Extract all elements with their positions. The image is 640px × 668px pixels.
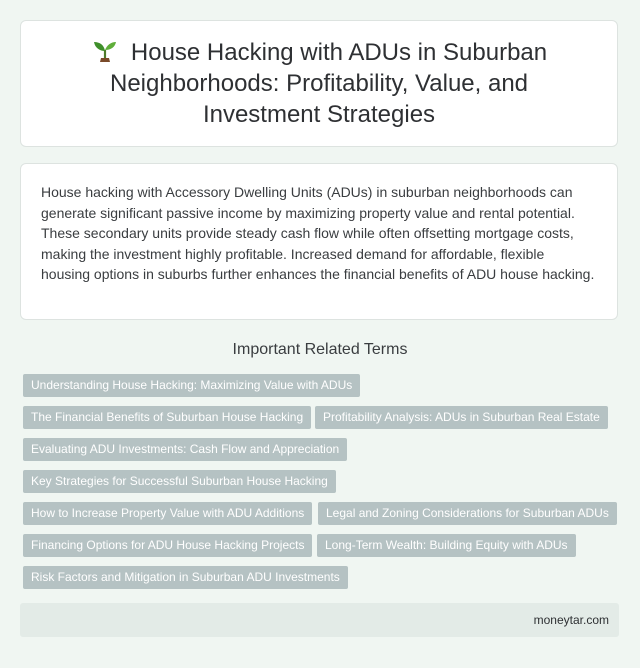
related-term-tag[interactable]: Evaluating ADU Investments: Cash Flow an…	[23, 438, 348, 461]
summary-text: House hacking with Accessory Dwelling Un…	[41, 184, 595, 282]
sprout-icon	[93, 42, 116, 62]
related-term-tag[interactable]: Profitability Analysis: ADUs in Suburban…	[315, 406, 608, 429]
title-text: House Hacking with ADUs in Suburban Neig…	[109, 39, 548, 128]
related-term-tag[interactable]: Long-Term Wealth: Building Equity with A…	[317, 534, 576, 557]
related-term-tag[interactable]: Legal and Zoning Considerations for Subu…	[318, 502, 617, 525]
page-title: House Hacking with ADUs in Suburban Neig…	[49, 37, 589, 130]
related-term-tag[interactable]: Key Strategies for Successful Suburban H…	[23, 470, 336, 493]
related-term-tag[interactable]: The Financial Benefits of Suburban House…	[23, 406, 312, 429]
related-term-tag[interactable]: How to Increase Property Value with ADU …	[23, 502, 313, 525]
title-card: House Hacking with ADUs in Suburban Neig…	[20, 20, 618, 147]
related-term-tag[interactable]: Financing Options for ADU House Hacking …	[23, 534, 313, 557]
footer: moneytar.com	[20, 603, 619, 637]
related-term-tag[interactable]: Risk Factors and Mitigation in Suburban …	[23, 566, 348, 589]
summary-card: House hacking with Accessory Dwelling Un…	[20, 163, 618, 320]
site-name: moneytar.com	[533, 613, 609, 627]
related-term-tag[interactable]: Understanding House Hacking: Maximizing …	[23, 374, 361, 397]
related-terms-heading: Important Related Terms	[232, 341, 408, 358]
